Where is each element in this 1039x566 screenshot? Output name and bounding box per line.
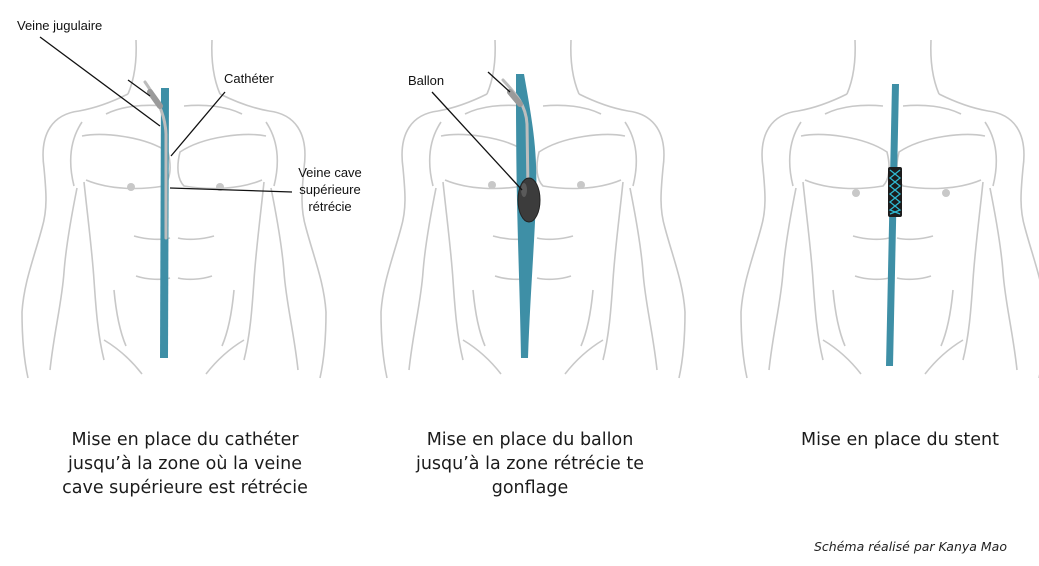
label-veine-jugulaire: Veine jugulaire [17,18,103,33]
panel-1-left-nipple [127,183,135,191]
panel-2-right-nipple [577,181,585,189]
panel-1-catheter-leader-stub [127,79,151,97]
panel-1-vena-cava-leader [169,187,293,193]
panel-3-vena-cava [886,84,899,366]
caption-panel-3-line-1: Mise en place du stent [801,430,999,450]
label-veine-cave-retrecie: Veine cave supérieure rétrécie [294,164,366,215]
credit-text: Schéma réalisé par Kanya Mao [813,539,1007,554]
caption-panel-1: Mise en place du cathéter jusqu’à la zon… [40,428,330,500]
panel-1-catheter-leader [170,91,226,157]
panel-2-balloon-leader [431,91,523,191]
label-catheter: Cathéter [224,71,274,86]
panel-1-torso [21,39,327,379]
panel-2-balloon [517,177,541,223]
caption-panel-3: Mise en place du stent [755,428,1039,452]
caption-panel-1-line-1: Mise en place du cathéter [71,430,299,450]
panel-2-catheter-leader-stub [487,71,511,93]
panel-2-left-nipple [488,181,496,189]
panel-2-balloon-highlight [521,183,527,197]
panel-3-stent [888,167,902,217]
panel-3-right-nipple [942,189,950,197]
panel-1-jugular-leader [39,36,161,127]
caption-panel-2-line-1: Mise en place du ballon [426,430,634,450]
caption-panel-2-line-3: gonflage [491,478,569,498]
label-veine-cave-line-1: Veine cave [298,165,362,180]
panel-1-catheter-tip [147,89,163,109]
label-veine-cave-line-2: supérieure [299,182,361,197]
caption-panel-2: Mise en place du ballon jusqu’à la zone … [385,428,675,500]
label-veine-cave-line-3: rétrécie [308,199,352,214]
panel-2-catheter-tip [507,89,523,107]
caption-panel-1-line-3: cave supérieure est rétrécie [62,478,308,498]
label-ballon: Ballon [408,73,445,88]
caption-panel-1-line-2: jusqu’à la zone où la veine [68,454,302,474]
caption-panel-2-line-2: jusqu’à la zone rétrécie te [415,454,645,474]
panel-3-left-nipple [852,189,860,197]
